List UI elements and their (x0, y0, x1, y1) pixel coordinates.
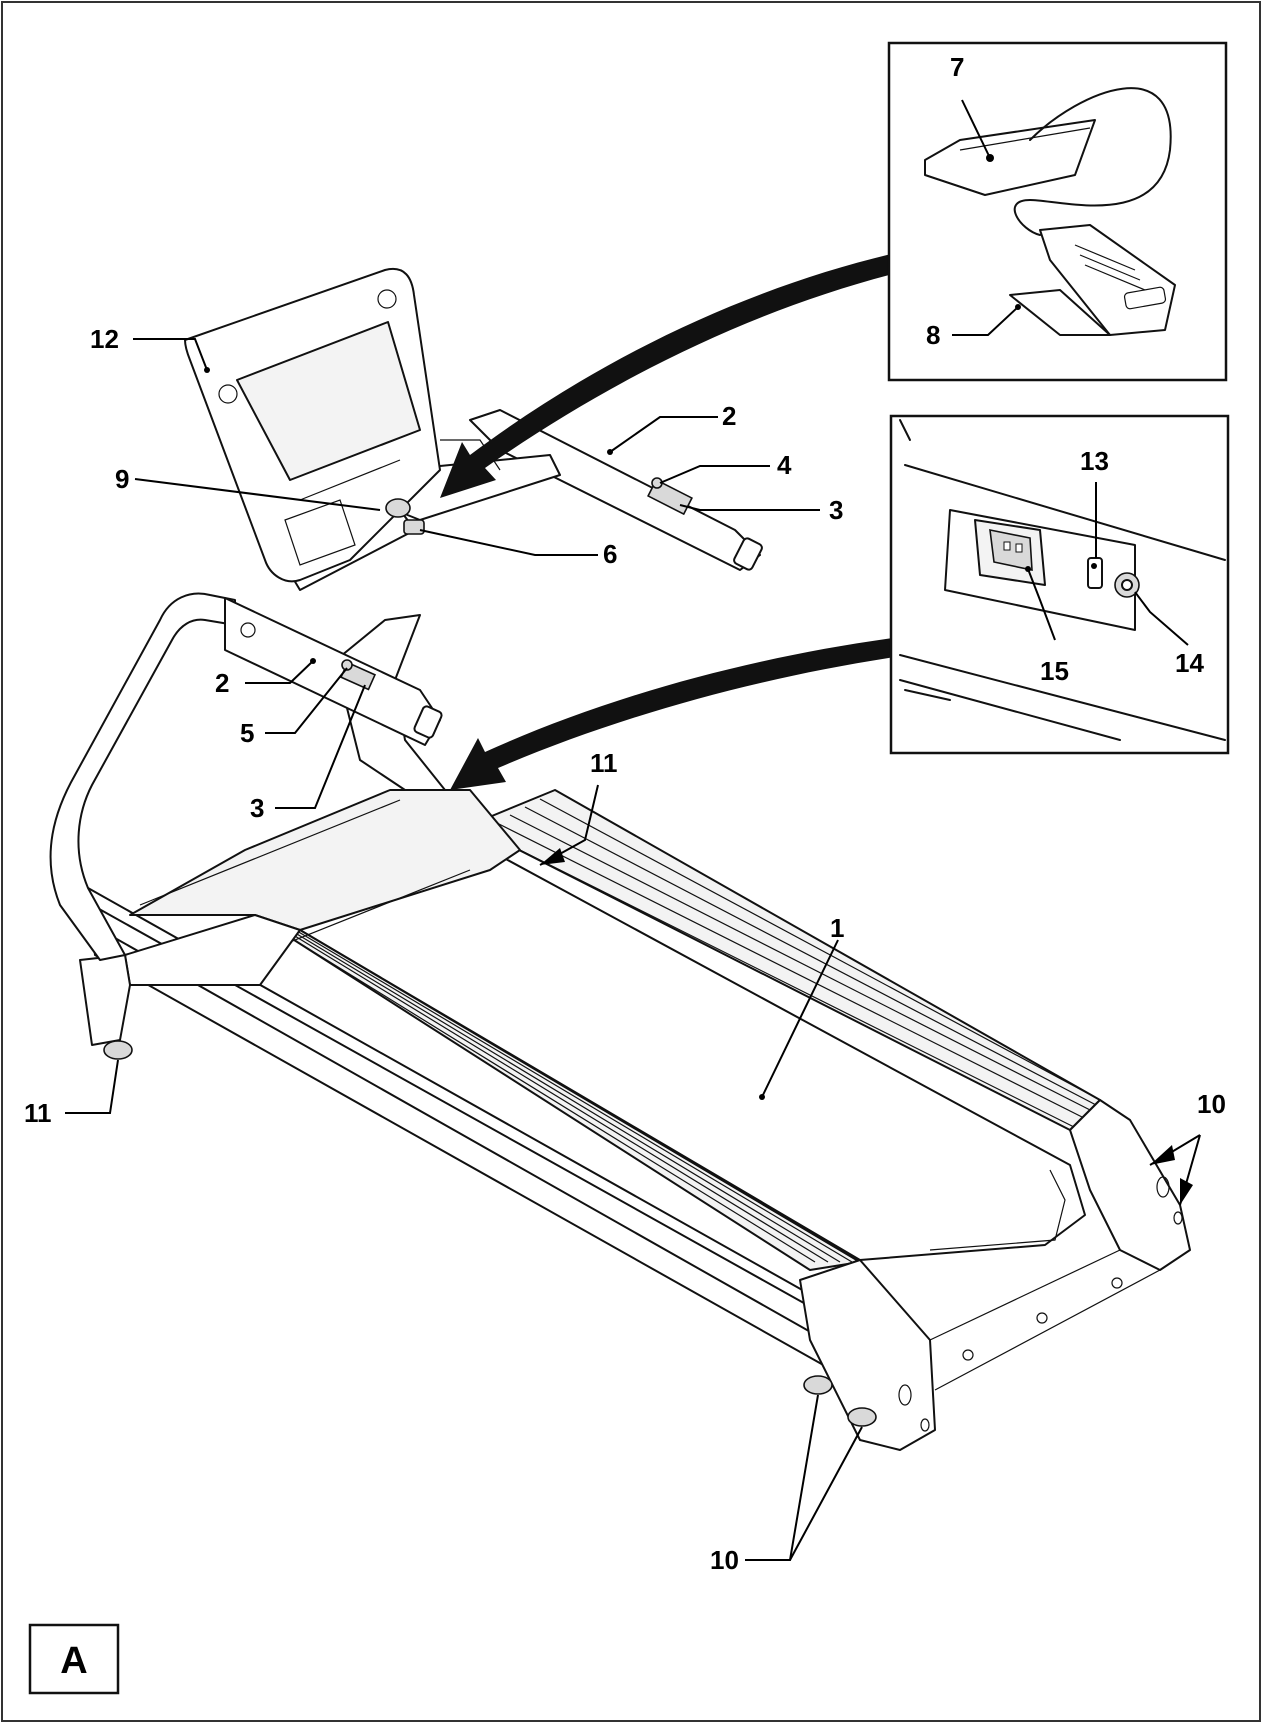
label-3-left: 3 (250, 793, 264, 823)
label-10-right: 10 (1197, 1089, 1226, 1119)
arrow-to-power-panel (450, 630, 962, 790)
label-1: 1 (830, 913, 844, 943)
label-12: 12 (90, 324, 119, 354)
label-7: 7 (950, 52, 964, 82)
label-15: 15 (1040, 656, 1069, 686)
label-3-top: 3 (829, 495, 843, 525)
inset-power-panel (889, 414, 1230, 755)
label-2-top: 2 (722, 401, 736, 431)
label-8: 8 (926, 320, 940, 350)
label-4: 4 (777, 450, 792, 480)
figure-panel-label: A (28, 1623, 120, 1695)
inset-safety-key (887, 41, 1228, 382)
rear-foot-left (803, 1375, 833, 1395)
panel-letter-box (28, 1623, 120, 1695)
rear-foot-right (847, 1407, 877, 1427)
leader-lines (65, 99, 1201, 1561)
callout-labels: 1 2 2 3 3 4 5 6 7 8 9 10 10 11 11 12 13 … (24, 52, 1226, 1575)
label-14: 14 (1175, 648, 1204, 678)
safety-clip (1039, 224, 1176, 336)
label-10-bottom: 10 (710, 1545, 739, 1575)
label-11-top: 11 (590, 748, 618, 778)
emergency-stop (385, 498, 411, 518)
panel-letter: A (60, 1640, 87, 1682)
label-5: 5 (240, 718, 254, 748)
console-screen (236, 321, 421, 481)
label-11-left: 11 (24, 1098, 52, 1128)
label-13: 13 (1080, 446, 1109, 476)
safety-key-slot (403, 519, 425, 535)
label-6: 6 (603, 539, 617, 569)
label-9: 9 (115, 464, 129, 494)
power-switch (1087, 557, 1103, 589)
label-2-left: 2 (215, 668, 229, 698)
front-wheel (103, 1040, 133, 1060)
treadmill-body (49, 267, 1191, 1451)
safety-key-base (924, 119, 1096, 196)
rear-end-cap-right (1069, 1099, 1191, 1271)
front-frame-end (79, 954, 131, 1046)
